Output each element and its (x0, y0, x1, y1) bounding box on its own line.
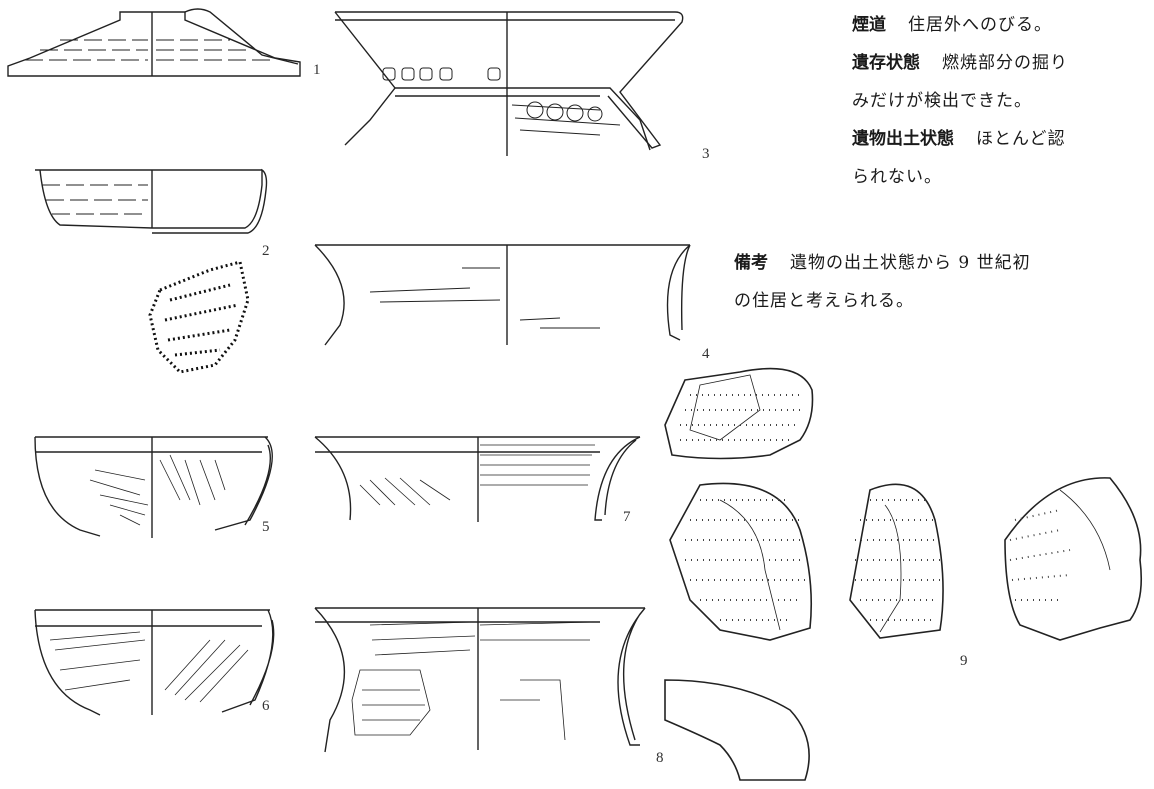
stone-texture (680, 394, 1071, 621)
entry-text: 燃焼部分の掘り (942, 53, 1068, 73)
entry-continuation: みだけが検出できた。 (852, 91, 1032, 111)
drawing-bowl-2 (35, 168, 268, 234)
drawing-fragment-rubbing (148, 260, 250, 374)
figure-number-8: 8 (656, 750, 664, 766)
remarks-continuation: の住居と考えられる。 (734, 291, 914, 311)
remarks-block: 備考 遺物の出土状態から 9 世紀初 の住居と考えられる。 (734, 244, 1031, 320)
drawing-lid-1 (7, 8, 301, 77)
figure-number-3: 3 (702, 146, 710, 162)
figure-number-1: 1 (313, 62, 321, 78)
entry-artifacts: 遺物出土状態 ほとんど認 (852, 120, 1068, 158)
figure-number-9: 9 (960, 653, 968, 669)
figure-number-2: 2 (262, 243, 270, 259)
entry-term: 煙道 (852, 15, 886, 35)
drawing-jar-3 (334, 11, 684, 156)
remarks-term: 備考 (734, 253, 768, 273)
entry-term: 遺存状態 (852, 53, 920, 73)
figure-number-6: 6 (262, 698, 270, 714)
figure-number-4: 4 (702, 346, 710, 362)
figure-number-7: 7 (623, 509, 631, 525)
drawing-stone-9 (664, 367, 1143, 781)
entry-term: 遺物出土状態 (852, 129, 954, 149)
entry-preservation: 遺存状態 燃焼部分の掘り (852, 44, 1068, 82)
description-block: 煙道 住居外へのびる。 遺存状態 燃焼部分の掘り みだけが検出できた。 遺物出土状態… (852, 6, 1068, 196)
entry-text: 住居外へのびる。 (908, 15, 1052, 35)
entry-flue: 煙道 住居外へのびる。 (852, 6, 1068, 44)
drawing-bowl-6 (34, 609, 275, 716)
drawing-jar-7 (314, 436, 641, 522)
remarks-text: 遺物の出土状態から 9 世紀初 (790, 253, 1031, 273)
entry-text: ほとんど認 (976, 129, 1066, 149)
drawing-jar-4 (314, 244, 691, 346)
entry-continuation: られない。 (852, 167, 942, 187)
drawing-jar-8 (314, 607, 646, 753)
figure-number-5: 5 (262, 519, 270, 535)
remarks-line: 備考 遺物の出土状態から 9 世紀初 (734, 244, 1031, 282)
drawing-bowl-5 (34, 436, 273, 538)
